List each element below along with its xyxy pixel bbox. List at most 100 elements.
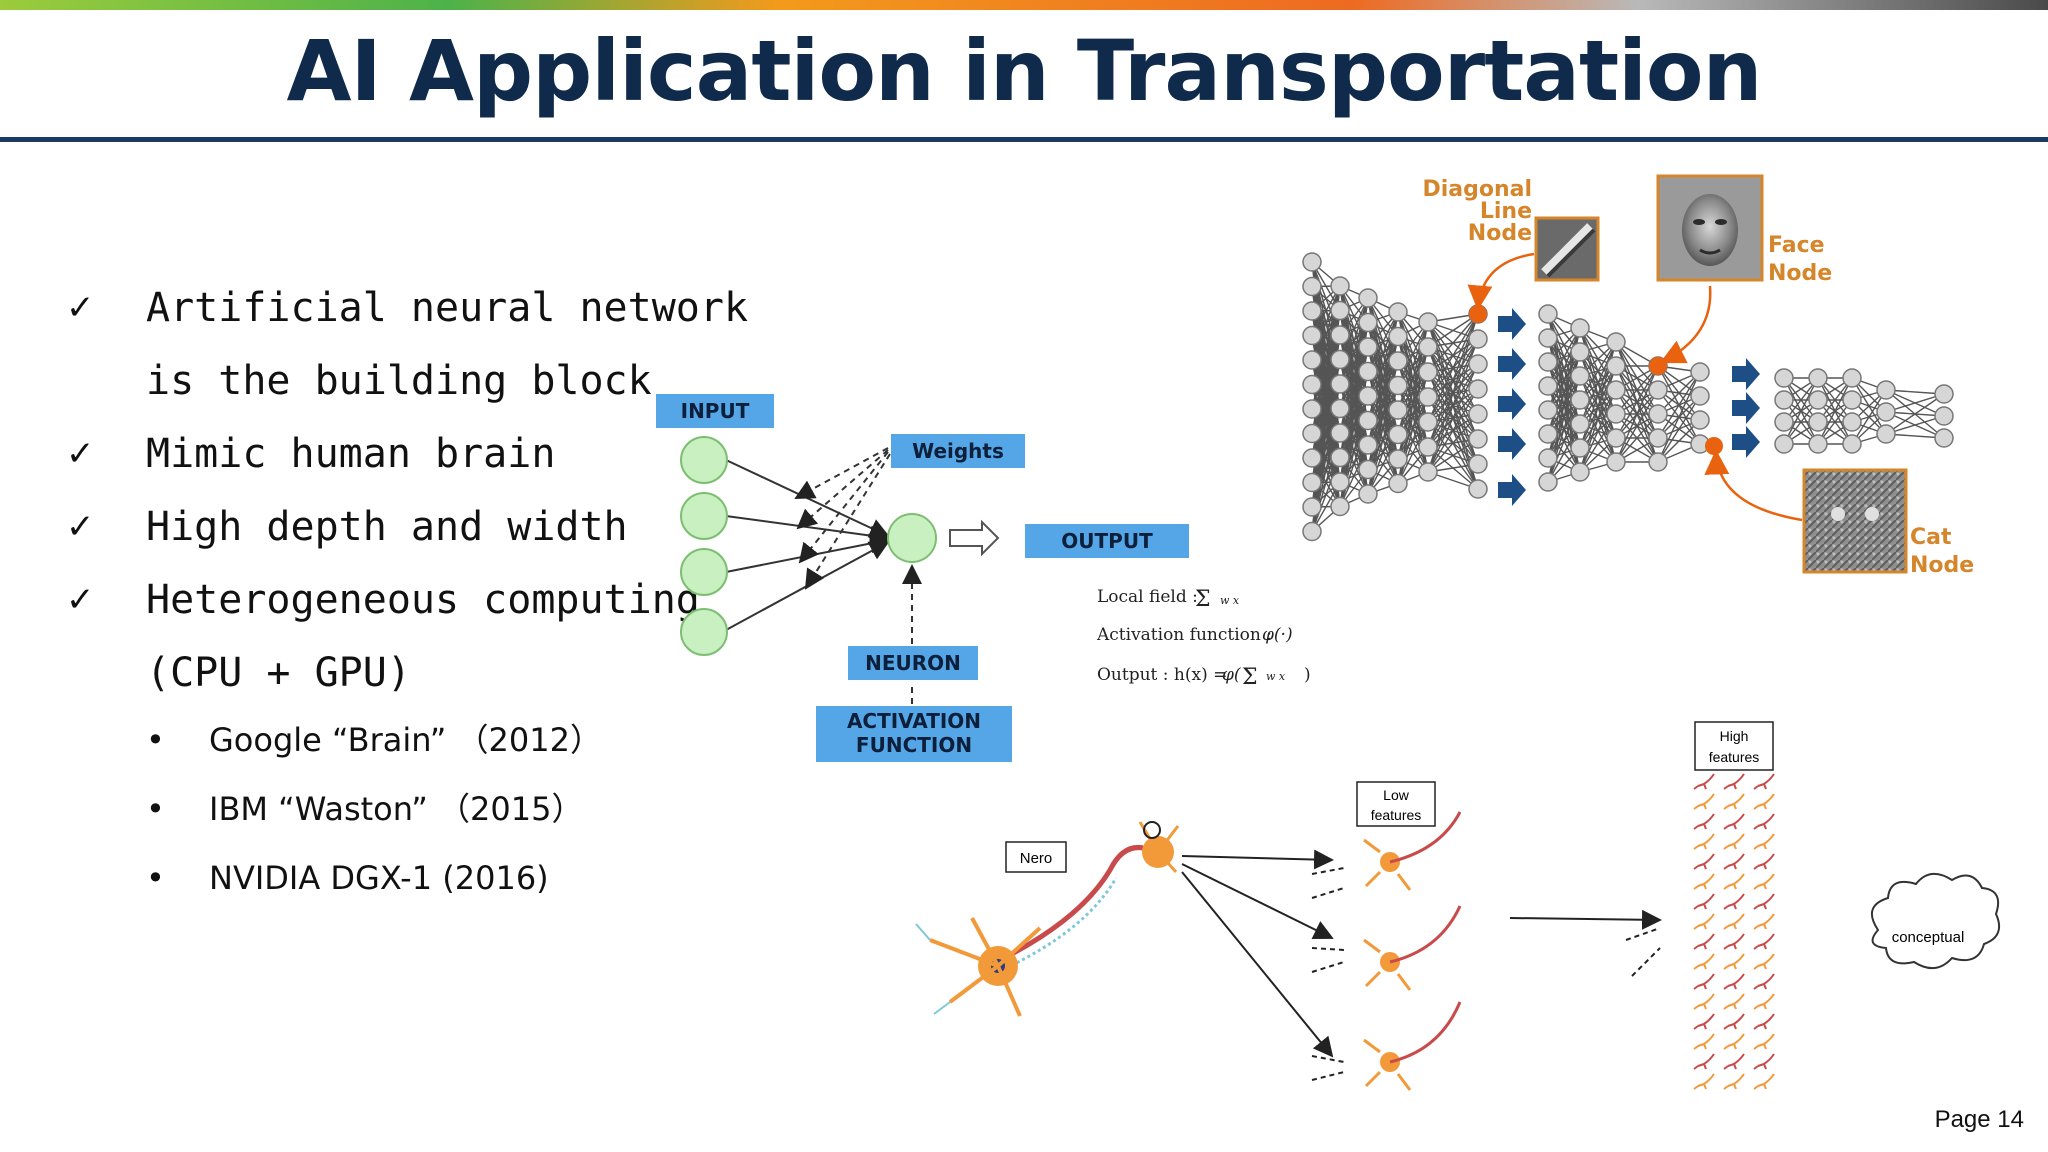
network-node <box>1330 300 1350 321</box>
network-node <box>1538 352 1558 372</box>
network-node <box>1302 276 1322 297</box>
bullet-dot-icon: • <box>146 859 165 897</box>
network-node <box>1538 472 1558 492</box>
network-node <box>1468 454 1488 474</box>
network-node <box>1302 472 1322 493</box>
network-edge <box>1339 297 1369 385</box>
network-edge <box>1885 415 1945 435</box>
network-edge <box>1547 327 1581 411</box>
high-feature-neuron <box>1753 853 1775 870</box>
network-node <box>1842 412 1862 432</box>
network-node <box>1302 325 1322 346</box>
high-feature-neuron <box>1693 1073 1715 1090</box>
bullet-dot-icon: • <box>146 721 165 759</box>
slide-title: AI Application in Transportation <box>286 22 1763 120</box>
sigma-icon: Σ <box>1195 587 1211 612</box>
low-feature-neuron <box>1363 905 1462 991</box>
network-edge <box>1367 434 1399 495</box>
high-feature-neuron <box>1723 873 1745 890</box>
network-node <box>1690 410 1710 430</box>
high-feature-neuron <box>1753 813 1775 830</box>
network-node <box>1774 412 1794 432</box>
network-node <box>1468 479 1488 499</box>
network-edge <box>1547 399 1581 483</box>
diagonal-thumbnail <box>1534 216 1600 282</box>
high-feature-neuron <box>1693 1013 1715 1030</box>
network-node <box>1330 472 1350 492</box>
network-node <box>1388 302 1408 322</box>
network-edge <box>1427 413 1479 473</box>
high-feature-neuron <box>1693 933 1715 950</box>
network-node <box>1538 376 1558 396</box>
network-node <box>1934 406 1954 426</box>
check-icon: ✓ <box>66 288 95 328</box>
high-feature-neuron <box>1723 1013 1745 1030</box>
page-number: Page 14 <box>1934 1106 2024 1133</box>
network-node <box>1468 329 1488 349</box>
high-feature-neuron <box>1723 773 1745 790</box>
network-edge <box>1885 393 1945 435</box>
high-feature-neuron <box>1753 993 1775 1010</box>
arrow-icon <box>1732 426 1760 458</box>
high-feature-neuron <box>1753 953 1775 970</box>
network-node <box>1808 412 1828 432</box>
network-edge <box>1615 389 1659 463</box>
diagonal-node-label: Line <box>1480 199 1532 224</box>
formula-activation: Activation function : <box>1096 625 1272 645</box>
sub-bullet-text: NVIDIA DGX-1 (2016) <box>209 859 549 897</box>
input-node <box>680 436 728 484</box>
high-feature-neurons <box>1693 773 1775 1090</box>
output-label-box <box>1025 524 1189 558</box>
high-feature-neuron <box>1723 953 1745 970</box>
input-label-box <box>656 394 774 428</box>
network-edge <box>1427 388 1479 473</box>
network-edge <box>1311 457 1341 532</box>
high-feature-neuron <box>1723 793 1745 810</box>
bullet-text: Artificial neural network <box>146 285 749 331</box>
network-node <box>1358 288 1378 308</box>
network-edge <box>1885 393 1945 413</box>
network-edge <box>1427 313 1479 398</box>
network-node <box>1876 402 1896 422</box>
network-node <box>1302 252 1322 272</box>
arrow-icon <box>1498 428 1526 460</box>
network-edge <box>1783 377 1819 445</box>
bullet-text: (CPU + GPU) <box>146 650 411 696</box>
bullet-text: is the building block <box>146 358 652 404</box>
network-node <box>1606 332 1626 352</box>
network-node <box>1934 384 1954 404</box>
network-edge <box>1339 420 1369 507</box>
conceptual-cloud: conceptual <box>1870 873 2000 969</box>
network-node <box>1358 410 1378 431</box>
network-edge <box>1615 365 1659 463</box>
activation-label: ACTIVATION <box>847 709 981 733</box>
arrow-icon <box>1732 358 1760 390</box>
high-feature-neuron <box>1723 833 1745 850</box>
network-node <box>1468 429 1488 449</box>
network-node <box>1648 452 1668 472</box>
arrow-icon <box>1498 308 1526 340</box>
low-feature-neuron <box>1363 811 1462 891</box>
network-node <box>1468 379 1488 399</box>
network-node <box>1302 423 1322 444</box>
network-edge <box>1427 313 1479 423</box>
network-edge <box>1397 396 1429 484</box>
network-node <box>1388 326 1408 347</box>
network-node <box>1418 412 1438 432</box>
nero-box <box>1005 841 1067 873</box>
network-edge <box>1579 413 1617 473</box>
network-node <box>1302 521 1322 542</box>
network-node <box>1570 390 1590 410</box>
network-node <box>1388 473 1408 494</box>
paren-icon: ) <box>1304 665 1311 685</box>
network-node <box>1302 497 1322 517</box>
network-edge <box>1657 371 1701 439</box>
layer-arrows <box>1498 308 1760 506</box>
network-node <box>1302 301 1322 321</box>
network-node <box>1648 380 1668 400</box>
weights-label-box <box>891 434 1025 468</box>
title-divider <box>0 137 2048 142</box>
network-edge <box>1427 438 1479 473</box>
high-feature-neuron <box>1693 813 1715 830</box>
